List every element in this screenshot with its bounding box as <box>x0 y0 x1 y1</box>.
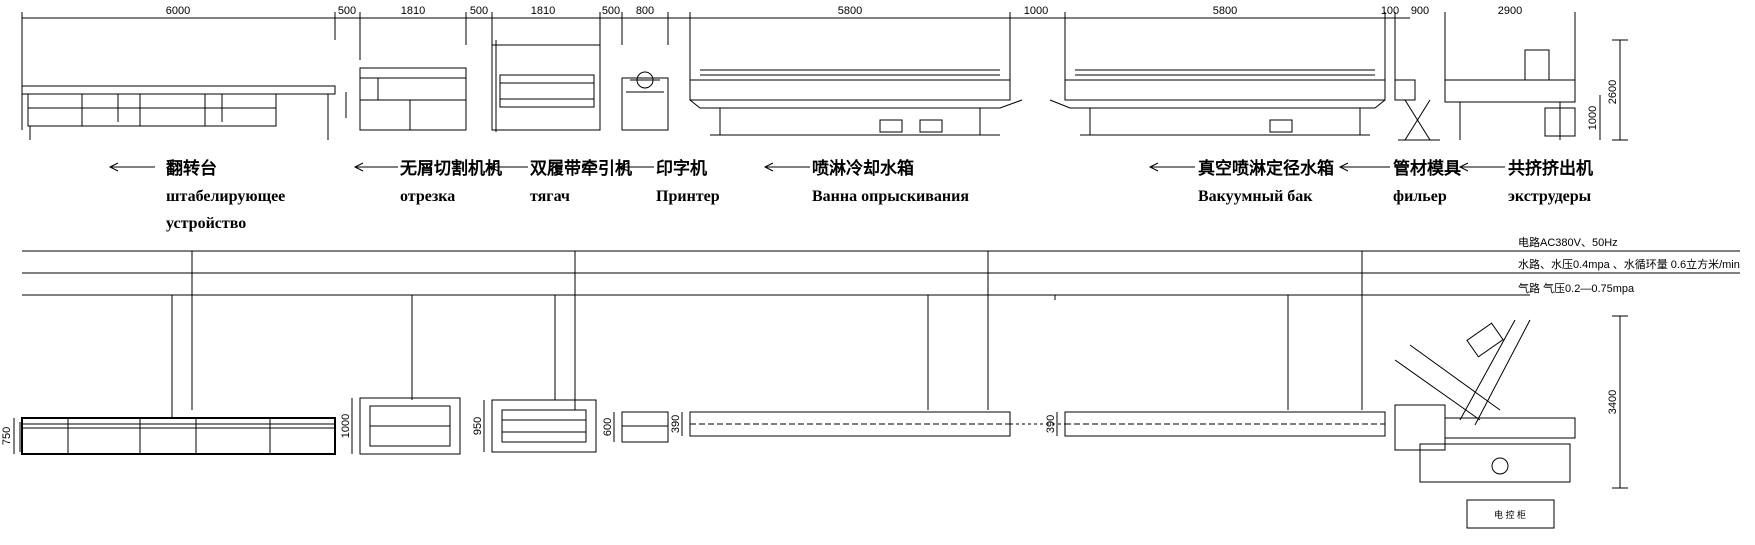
control-cabinet: 电 控 柜 <box>1466 499 1555 529</box>
label-printer-cn: 印字机 <box>656 158 707 178</box>
utility-lines <box>22 250 1740 418</box>
label-stacker-ru2: устройство <box>166 215 246 232</box>
dim-label: 5800 <box>1213 5 1237 17</box>
dim-label: 750 <box>1 427 13 445</box>
cabinet-label: 电 控 柜 <box>1494 509 1526 520</box>
top-dimension-chain: 6000 500 1810 500 1810 500 800 1000 5800… <box>21 5 1628 141</box>
printer-plan: 600 <box>602 411 669 443</box>
stacker-plan: 750 <box>1 417 336 455</box>
haul-off-elevation <box>491 40 601 132</box>
stacker-elevation <box>21 85 336 140</box>
label-stacker-cn: 翻转台 <box>166 158 217 178</box>
label-spray-tank-ru: Ванна опрыскивания <box>812 188 969 205</box>
dim-label: 100 <box>1381 5 1399 17</box>
spray-tank-elevation <box>689 69 1023 136</box>
dim-label: 1000 <box>1587 106 1599 130</box>
dim-label: 3400 <box>1607 390 1619 414</box>
label-die-cn: 管材模具 <box>1393 158 1461 178</box>
dim-label: 1810 <box>401 5 425 17</box>
dim-label: 950 <box>472 417 484 435</box>
label-cutter-ru: отрезка <box>400 188 455 205</box>
dim-label: 1000 <box>340 414 352 438</box>
dim-label: 900 <box>1411 5 1429 17</box>
dim-label: 390 <box>670 415 682 433</box>
label-haul-off-cn: 双履带牵引机 <box>530 158 632 178</box>
label-stacker-ru: штабелирующее <box>166 188 285 205</box>
die-elevation <box>1394 79 1440 141</box>
label-extruder-cn: 共挤挤出机 <box>1508 158 1593 178</box>
cutter-elevation <box>345 67 467 131</box>
dim-label: 5800 <box>838 5 862 17</box>
dim-label: 1000 <box>1024 5 1048 17</box>
station-arrows <box>108 162 1505 172</box>
label-printer-ru: Принтер <box>656 188 720 205</box>
label-die-ru: фильер <box>1393 188 1447 205</box>
label-haul-off-ru: тягач <box>530 188 570 205</box>
spec-water: 水路、水压0.4mpa 、水循环量 0.6立方米/min <box>1518 257 1740 271</box>
vacuum-tank-elevation <box>1049 69 1386 136</box>
dim-label: 500 <box>338 5 356 17</box>
cutter-plan: 1000 <box>340 397 461 455</box>
label-cutter-cn: 无屑切割机机 <box>399 158 502 178</box>
label-vacuum-tank-cn: 真空喷淋定径水箱 <box>1198 158 1334 178</box>
utility-specs: 电路AC380V、50Hz 水路、水压0.4mpa 、水循环量 0.6立方米/m… <box>1518 236 1740 295</box>
extruder-plan: 3400 <box>1394 315 1628 489</box>
spray-tank-plan: 390 <box>670 411 1011 437</box>
dim-label: 2900 <box>1498 5 1522 17</box>
label-vacuum-tank-ru: Вакуумный бак <box>1198 188 1313 205</box>
extruder-elevation <box>1444 49 1576 140</box>
label-extruder-ru: экструдеры <box>1508 188 1592 205</box>
dim-label: 2600 <box>1607 80 1619 104</box>
label-spray-tank-cn: 喷淋冷却水箱 <box>812 158 914 178</box>
dim-label: 6000 <box>166 5 190 17</box>
dim-label: 500 <box>470 5 488 17</box>
spec-air: 气路 气压0.2—0.75mpa <box>1518 281 1635 295</box>
spec-power: 电路AC380V、50Hz <box>1518 236 1618 249</box>
station-labels: 翻转台 штабелирующее устройство 无屑切割机机 отре… <box>166 158 1593 232</box>
printer-elevation <box>621 71 669 131</box>
dim-label: 500 <box>602 5 620 17</box>
dim-label: 800 <box>636 5 654 17</box>
dim-label: 1810 <box>531 5 555 17</box>
dim-label: 390 <box>1045 415 1057 433</box>
haul-off-plan: 950 <box>472 399 597 453</box>
vacuum-tank-plan: 390 <box>1010 411 1386 437</box>
dim-label: 600 <box>602 418 614 436</box>
